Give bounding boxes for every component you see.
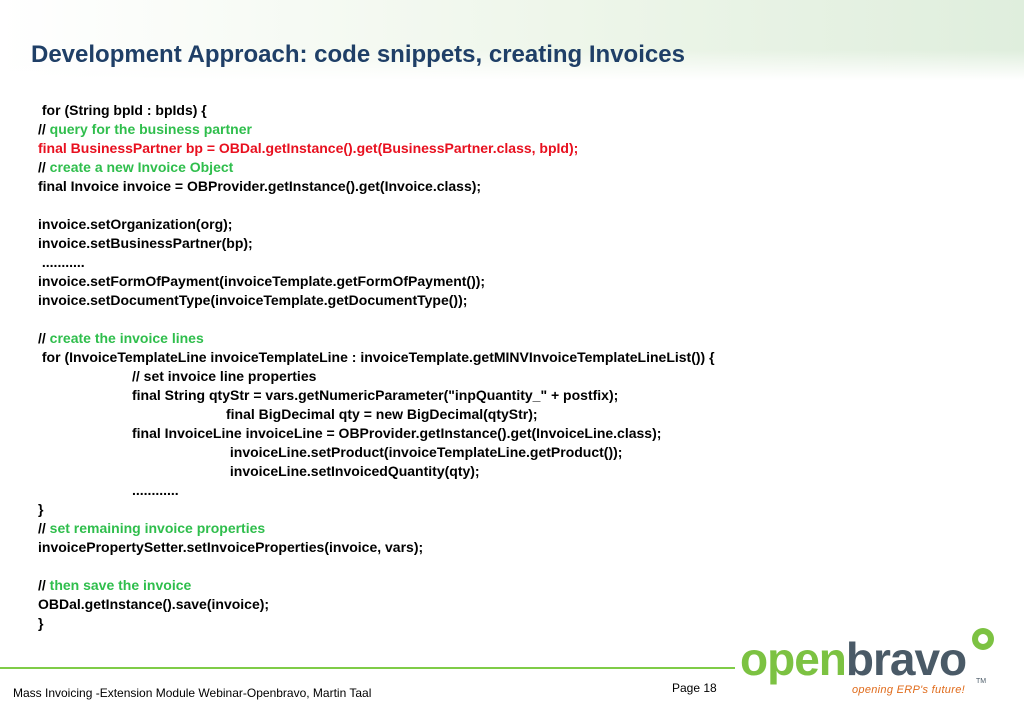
code-text: invoice.setDocumentType(invoiceTemplate.… — [38, 292, 468, 308]
highlighted-code: final BusinessPartner bp = OBDal.getInst… — [38, 140, 579, 156]
logo-word-open: open — [740, 633, 847, 685]
code-line: ........... — [38, 253, 978, 272]
code-line: invoice.setBusinessPartner(bp); — [38, 234, 978, 253]
code-line: final InvoiceLine invoiceLine = OBProvid… — [38, 424, 978, 443]
code-text: invoice.setOrganization(org); — [38, 216, 233, 232]
code-line: // create the invoice lines — [38, 329, 978, 348]
footer-divider — [0, 667, 735, 669]
code-comment: query for the business partner — [49, 121, 252, 137]
code-text: OBDal.getInstance().save(invoice); — [38, 596, 270, 612]
code-line: for (InvoiceTemplateLine invoiceTemplate… — [38, 348, 978, 367]
code-comment: then save the invoice — [49, 577, 192, 593]
code-text: for (InvoiceTemplateLine invoiceTemplate… — [38, 349, 715, 365]
code-text: final InvoiceLine invoiceLine = OBProvid… — [132, 425, 662, 441]
comment-marker: // — [38, 520, 50, 536]
header-background — [0, 0, 1024, 80]
code-text: invoiceLine.setInvoicedQuantity(qty); — [226, 463, 480, 479]
code-line: invoice.setOrganization(org); — [38, 215, 978, 234]
code-line: // query for the business partner — [38, 120, 978, 139]
code-text: final String qtyStr = vars.getNumericPar… — [132, 387, 619, 403]
code-line: invoice.setFormOfPayment(invoiceTemplate… — [38, 272, 978, 291]
code-text: ............ — [132, 482, 179, 498]
code-text: invoice.setFormOfPayment(invoiceTemplate… — [38, 273, 486, 289]
code-comment: set remaining invoice properties — [49, 520, 266, 536]
code-line: // create a new Invoice Object — [38, 158, 978, 177]
comment-marker: // — [38, 159, 50, 175]
code-line: // then save the invoice — [38, 576, 978, 595]
comment-marker: // — [38, 330, 50, 346]
code-line: OBDal.getInstance().save(invoice); — [38, 595, 978, 614]
code-line: // set invoice line properties — [38, 367, 978, 386]
code-line: } — [38, 614, 978, 633]
slide-title: Development Approach: code snippets, cre… — [31, 41, 685, 68]
code-line: final BigDecimal qty = new BigDecimal(qt… — [38, 405, 978, 424]
code-text: } — [38, 501, 44, 517]
code-line — [38, 557, 978, 576]
code-text: for (String bpId : bpIds) { — [38, 102, 207, 118]
code-line: invoiceLine.setInvoicedQuantity(qty); — [38, 462, 978, 481]
openbravo-logo: openbravo TM opening ERP's future! — [740, 628, 1012, 704]
code-snippet: for (String bpId : bpIds) { // query for … — [38, 101, 978, 633]
code-line: // set remaining invoice properties — [38, 519, 978, 538]
code-line — [38, 196, 978, 215]
code-line: } — [38, 500, 978, 519]
code-line: final String qtyStr = vars.getNumericPar… — [38, 386, 978, 405]
logo-badge-icon — [972, 628, 994, 650]
footer-caption: Mass Invoicing -Extension Module Webinar… — [13, 686, 372, 700]
logo-tagline: opening ERP's future! — [852, 684, 965, 696]
comment-marker: // — [38, 121, 50, 137]
code-text: ........... — [38, 254, 85, 270]
code-text: invoice.setBusinessPartner(bp); — [38, 235, 253, 251]
page-number: Page 18 — [672, 681, 717, 695]
code-text: } — [38, 615, 44, 631]
code-line: invoice.setDocumentType(invoiceTemplate.… — [38, 291, 978, 310]
code-line: ............ — [38, 481, 978, 500]
code-line: for (String bpId : bpIds) { — [38, 101, 978, 120]
code-comment: create the invoice lines — [49, 330, 204, 346]
logo-trademark: TM — [976, 678, 987, 685]
code-text: final Invoice invoice = OBProvider.getIn… — [38, 178, 482, 194]
code-line: invoiceLine.setProduct(invoiceTemplateLi… — [38, 443, 978, 462]
logo-wordmark: openbravo — [740, 633, 967, 685]
code-comment: create a new Invoice Object — [49, 159, 234, 175]
code-text: // set invoice line properties — [132, 368, 317, 384]
code-line: final Invoice invoice = OBProvider.getIn… — [38, 177, 978, 196]
logo-word-bravo: bravo — [845, 633, 967, 685]
code-text: invoiceLine.setProduct(invoiceTemplateLi… — [226, 444, 623, 460]
code-line: invoicePropertySetter.setInvoiceProperti… — [38, 538, 978, 557]
code-line: final BusinessPartner bp = OBDal.getInst… — [38, 139, 978, 158]
code-line — [38, 310, 978, 329]
code-text: invoicePropertySetter.setInvoiceProperti… — [38, 539, 424, 555]
code-text: final BigDecimal qty = new BigDecimal(qt… — [226, 406, 538, 422]
comment-marker: // — [38, 577, 50, 593]
